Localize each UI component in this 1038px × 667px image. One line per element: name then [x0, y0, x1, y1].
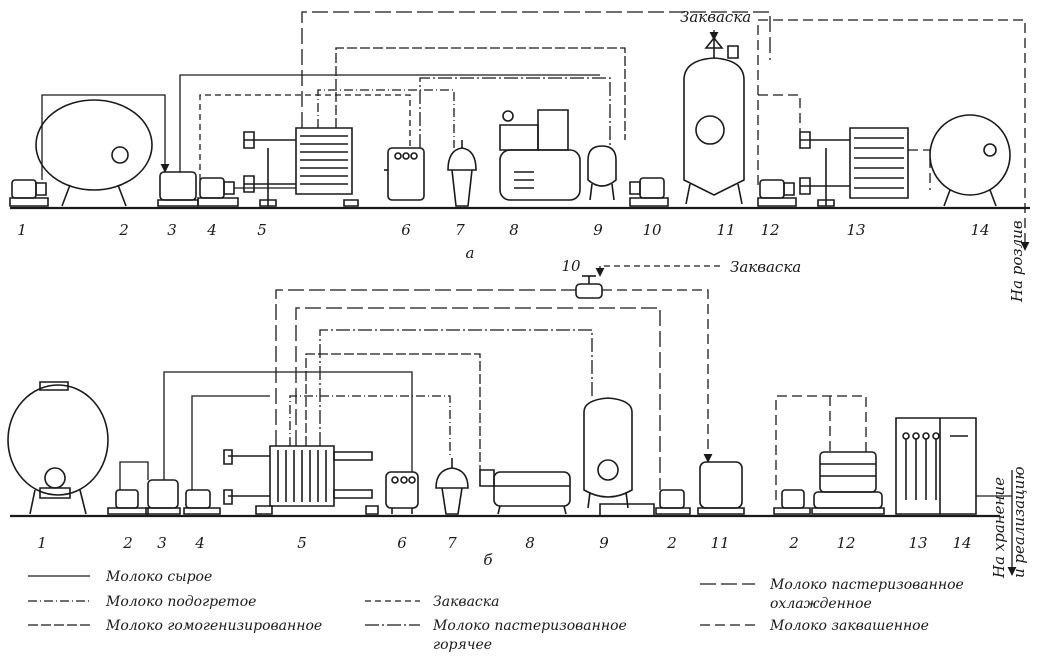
plate-pasteurizer-5-b: [224, 446, 378, 514]
diagram-b-numbers: 1 2 3 4 5 6 7 8 9 2 11 2 12 13 14: [37, 534, 971, 552]
num-a-10: 10: [642, 221, 662, 239]
diagram-a-caption: а: [466, 244, 475, 262]
legend-text-starter: Закваска: [433, 594, 499, 610]
tank-9-b: [584, 398, 654, 516]
diagram-a: Закваска а На розлив 1 2 3 4 5 6 7 8 9 1…: [10, 8, 1030, 303]
plate-cooler-13-a: [800, 128, 908, 206]
legend-text-heated: Молоко подогретое: [105, 594, 256, 610]
pump-2-b-second: [656, 490, 690, 514]
homogenizer-8-b: [480, 470, 570, 514]
legend-text-cooled-line2: охлажденное: [770, 596, 872, 612]
plate-pasteurizer-5-a: [244, 128, 358, 206]
legend-item-starter: Закваска: [365, 594, 499, 610]
num-b-7: 7: [447, 534, 457, 552]
num-b-9: 9: [599, 534, 609, 552]
legend-text-homogenized: Молоко гомогенизированное: [105, 618, 322, 634]
pump-10-a: [630, 178, 668, 206]
legend-item-homogenized: Молоко гомогенизированное: [28, 618, 322, 634]
tank-11-b: [698, 462, 744, 514]
separator-7-b: [436, 458, 468, 514]
starter-pump-10-b: [576, 276, 602, 298]
num-a-5: 5: [257, 221, 267, 239]
num-b-14: 14: [952, 534, 971, 552]
num-a-1: 1: [17, 221, 27, 239]
num-a-7: 7: [455, 221, 465, 239]
legend-text-hot-line2: горячее: [433, 637, 492, 653]
pump-4-a: [198, 178, 238, 206]
raw-milk-tank-2-a: [36, 100, 152, 206]
filling-machine-12-b: [812, 452, 884, 514]
num-b-11: 11: [710, 534, 729, 552]
legend-item-fermented: Молоко заквашенное: [700, 618, 929, 634]
num-b-2b: 2: [666, 534, 677, 552]
num-b-12: 12: [836, 534, 855, 552]
legend: Молоко сырое Молоко подогретое Молоко го…: [28, 569, 964, 653]
holding-unit-6-b: [386, 472, 418, 514]
pump-2-b-third: [774, 490, 810, 514]
fermentation-tank-11-a: [684, 38, 744, 204]
legend-item-hot: Молоко пастеризованное горячее: [365, 618, 627, 653]
num-a-12: 12: [760, 221, 779, 239]
tank-9-a: [588, 146, 616, 200]
balance-tank-3-a: [158, 172, 198, 206]
diagram-b: Закваска 10 б На хранение и реализацию 1…: [8, 257, 1028, 579]
legend-text-hot-line1: Молоко пастеризованное: [432, 618, 627, 634]
num-a-11: 11: [716, 221, 735, 239]
starter-pump-number-b: 10: [561, 257, 581, 275]
legend-text-fermented: Молоко заквашенное: [769, 618, 929, 634]
starter-label-a: Закваска: [680, 8, 751, 26]
starter-label-b: Закваска: [730, 258, 801, 276]
num-a-4: 4: [206, 221, 217, 239]
balance-tank-3-b: [146, 480, 180, 514]
storage-tank-14-a: [930, 115, 1010, 206]
diagram-a-numbers: 1 2 3 4 5 6 7 8 9 10 11 12 13 14: [17, 221, 989, 239]
num-a-2: 2: [118, 221, 129, 239]
num-a-14: 14: [970, 221, 989, 239]
holding-unit-6-a: [384, 148, 424, 200]
num-b-2c: 2: [788, 534, 799, 552]
diagram-b-caption: б: [483, 551, 493, 569]
num-a-13: 13: [846, 221, 865, 239]
legend-item-heated: Молоко подогретое: [28, 594, 256, 610]
num-a-3: 3: [167, 221, 177, 239]
legend-item-raw: Молоко сырое: [28, 569, 212, 585]
separator-7-a: [448, 140, 476, 206]
output-label-a: На розлив: [1008, 220, 1026, 303]
pump-12-a: [758, 180, 796, 206]
output-label-b-line1: На хранение: [990, 477, 1008, 579]
output-label-b-line2: и реализацию: [1010, 466, 1028, 578]
legend-item-cooled: Молоко пастеризованное охлажденное: [700, 577, 964, 612]
storage-chamber-13-14-b: [896, 418, 976, 514]
num-b-8: 8: [525, 534, 535, 552]
homogenizer-8-a: [500, 110, 580, 200]
pump-2-b-first: [108, 490, 148, 514]
num-b-3: 3: [157, 534, 167, 552]
num-a-8: 8: [509, 221, 519, 239]
legend-text-raw: Молоко сырое: [105, 569, 212, 585]
num-b-4: 4: [194, 534, 205, 552]
num-a-6: 6: [401, 221, 411, 239]
num-a-9: 9: [593, 221, 603, 239]
num-b-5: 5: [297, 534, 307, 552]
num-b-6: 6: [397, 534, 407, 552]
legend-text-cooled-line1: Молоко пастеризованное: [769, 577, 964, 593]
pump-4-b: [184, 490, 220, 514]
raw-milk-tank-1-b: [8, 382, 108, 514]
pump-1-a: [10, 180, 48, 206]
num-b-2a: 2: [122, 534, 133, 552]
num-b-1: 1: [37, 534, 47, 552]
num-b-13: 13: [908, 534, 927, 552]
